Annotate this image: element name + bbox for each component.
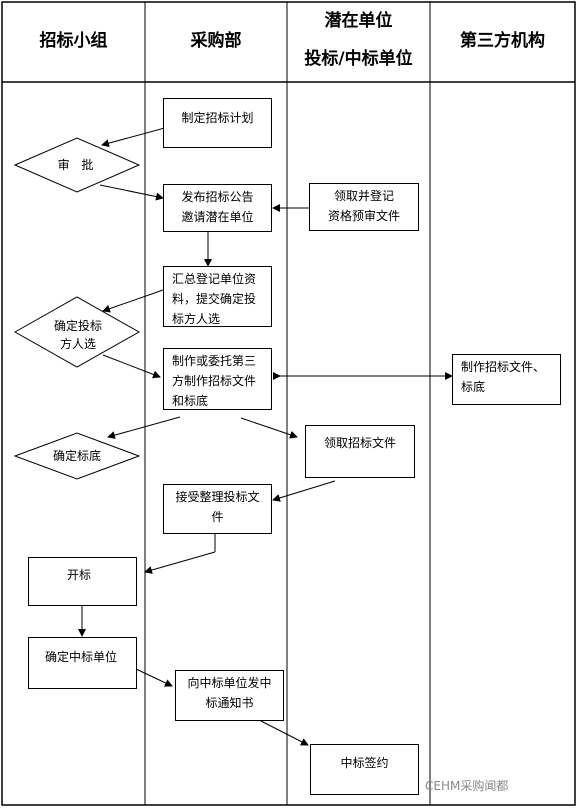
arrow-receive-to-open xyxy=(144,551,216,574)
arrow-plan-to-approve xyxy=(101,125,173,148)
box-make-plan: 制定招标计划 xyxy=(163,98,272,148)
arrow-notice-to-sign xyxy=(260,720,309,746)
label-confirm-bidders: 确定投标 方人选 xyxy=(53,319,102,351)
header-potential-line1: 潜在单位 xyxy=(324,11,393,31)
header-bidding-group: 招标小组 xyxy=(39,31,108,51)
box-send-notice: 向中标单位发中标通知书 xyxy=(175,670,284,721)
box-obtain-documents: 领取招标文件 xyxy=(305,425,415,478)
arrow-collect-to-receive xyxy=(272,480,336,502)
box-summary: 汇总登记单位资料，提交确定投标方人选 xyxy=(163,266,272,327)
box-collect-qualification: 领取并登记 资格预审文件 xyxy=(309,183,419,231)
arrow-make-to-base xyxy=(107,416,181,439)
diamond-approve xyxy=(13,137,141,193)
arrow-winner-to-notice xyxy=(135,668,173,687)
arrow-approve-to-announce xyxy=(99,184,164,201)
header-procurement: 采购部 xyxy=(190,31,242,51)
header-potential-line2: 投标/中标单位 xyxy=(304,49,413,69)
box-make-documents: 制作或委托第三方制作招标文件和标底 xyxy=(163,348,272,410)
watermark-text: CEHM采购闻都 xyxy=(425,779,509,793)
header-third-party: 第三方机构 xyxy=(460,31,545,51)
diamond-confirm-bidders xyxy=(13,296,141,368)
box-sign-contract: 中标签约 xyxy=(310,744,419,795)
label-confirm-base: 确定标底 xyxy=(52,449,101,463)
box-third-party-docs: 制作招标文件、标底 xyxy=(452,354,561,405)
label-approve: 审 批 xyxy=(57,158,98,172)
diamond-confirm-base xyxy=(13,432,141,480)
arrow-confirm-to-make xyxy=(102,354,161,379)
box-receive-bids: 接受整理投标文件 xyxy=(163,484,272,534)
arrow-summary-to-confirm xyxy=(102,289,164,313)
box-confirm-winner: 确定中标单位 xyxy=(28,637,137,689)
box-publish-announcement: 发布招标公告 邀请潜在单位 xyxy=(163,184,272,232)
arrow-make-to-collect xyxy=(240,417,298,439)
box-open-bids: 开标 xyxy=(28,557,137,606)
